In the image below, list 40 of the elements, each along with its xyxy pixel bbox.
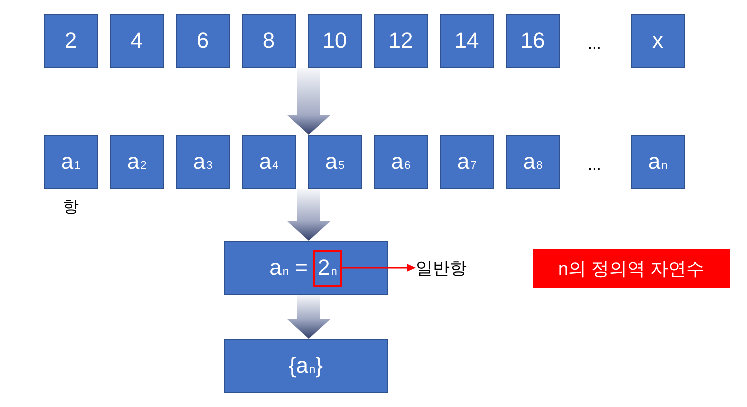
number-box xyxy=(242,14,296,68)
number-label: 10 xyxy=(322,30,348,52)
term-box xyxy=(374,135,428,189)
number-label: 12 xyxy=(388,30,414,52)
number-label: 8 xyxy=(262,30,276,52)
number-box xyxy=(308,14,362,68)
number-label: 4 xyxy=(130,30,144,52)
number-box xyxy=(440,14,494,68)
highlight-box xyxy=(312,250,342,286)
caption-label: 항 xyxy=(63,198,79,218)
ellipsis-label: ... xyxy=(588,158,602,174)
number-box xyxy=(374,14,428,68)
number-box xyxy=(44,14,98,68)
ellipsis-label: ... xyxy=(588,37,602,53)
term-box xyxy=(110,135,164,189)
term-box xyxy=(631,135,685,189)
block-arrow xyxy=(287,295,331,339)
number-box xyxy=(176,14,230,68)
block-arrow xyxy=(287,68,331,135)
number-label: 6 xyxy=(196,30,210,52)
block-arrow xyxy=(287,189,331,241)
term-box xyxy=(506,135,560,189)
general-term-label: 일반항 xyxy=(416,257,486,279)
formula-box xyxy=(224,241,388,295)
term-box xyxy=(44,135,98,189)
variable-label: x xyxy=(652,30,664,52)
number-box xyxy=(506,14,560,68)
term-box xyxy=(176,135,230,189)
note-text: n의 정의역 자연수 xyxy=(558,260,704,278)
term-box xyxy=(242,135,296,189)
term-box xyxy=(440,135,494,189)
number-box xyxy=(110,14,164,68)
note-box xyxy=(533,249,730,288)
number-label: 14 xyxy=(454,30,480,52)
arrow xyxy=(342,264,416,272)
number-label: 16 xyxy=(520,30,546,52)
number-label: 2 xyxy=(64,30,78,52)
set-box xyxy=(224,339,388,393)
number-box xyxy=(631,14,685,68)
term-box xyxy=(308,135,362,189)
